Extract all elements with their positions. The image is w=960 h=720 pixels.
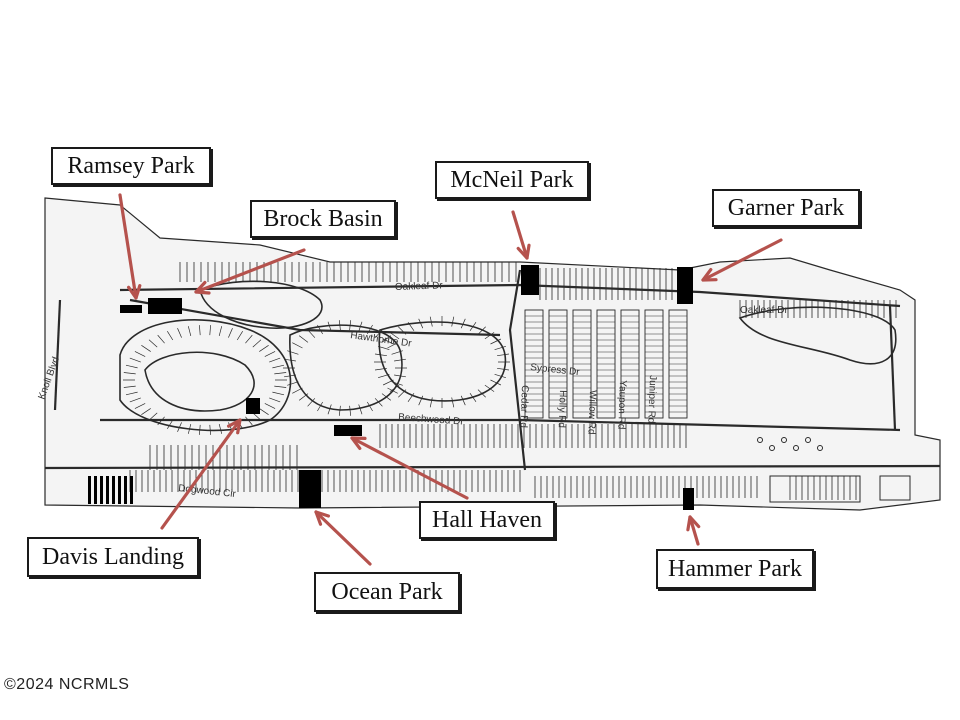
davis-landing-label: Davis Landing bbox=[27, 537, 199, 577]
garner-park-arrow-head bbox=[701, 268, 718, 282]
davis-landing-arrow-shaft bbox=[160, 418, 242, 530]
brock-basin-arrow-head bbox=[194, 280, 211, 295]
ramsey-park-marker bbox=[120, 305, 142, 313]
davis-landing-marker bbox=[246, 398, 260, 414]
garner-park-arrow-shaft bbox=[701, 238, 783, 282]
park-markers bbox=[120, 265, 694, 510]
residential-loop bbox=[289, 324, 403, 411]
building-stripe bbox=[106, 476, 109, 504]
hall-haven-arrow bbox=[350, 436, 469, 500]
street-label-juniper: Juniper Rd bbox=[645, 375, 658, 424]
building-block bbox=[879, 475, 911, 501]
street-label-oakleaf-1: Oakleaf Dr bbox=[395, 280, 444, 293]
building-stripe bbox=[130, 476, 133, 504]
ramsey-park-arrow-shaft bbox=[118, 193, 138, 300]
building-stripe bbox=[118, 476, 121, 504]
lot-lines bbox=[44, 197, 941, 511]
hammer-park-label: Hammer Park bbox=[656, 549, 814, 589]
street-label-cedar: Cedar Rd bbox=[518, 385, 530, 428]
garner-park-arrow bbox=[701, 238, 783, 282]
residential-loop bbox=[738, 306, 897, 365]
block-lots bbox=[549, 315, 567, 413]
mcneil-park-arrow bbox=[511, 210, 531, 260]
ocean-park-arrow-head bbox=[314, 510, 330, 526]
lot-row bbox=[379, 424, 687, 448]
block-lots bbox=[621, 315, 639, 413]
block-lots bbox=[597, 315, 615, 413]
brock-basin-arrow bbox=[194, 248, 306, 295]
ramsey-park-arrow-head bbox=[127, 284, 142, 300]
building-stripe bbox=[94, 476, 97, 504]
block-lots bbox=[645, 315, 663, 413]
street-label-beechwood: Beechwood Dr bbox=[398, 412, 465, 428]
cedar-rd-road bbox=[508, 269, 527, 471]
ocean-park-arrow bbox=[314, 510, 372, 566]
lot-row bbox=[534, 476, 758, 498]
mcneil-park-label: McNeil Park bbox=[435, 161, 589, 199]
hall-haven-arrow-shaft bbox=[350, 436, 469, 500]
mcneil-park-marker bbox=[521, 265, 539, 295]
hall-haven-arrow-head bbox=[350, 436, 367, 450]
hammer-park-arrow bbox=[686, 515, 701, 546]
hawthorne-dr-road bbox=[129, 298, 501, 337]
residential-loop bbox=[144, 351, 255, 412]
building-block bbox=[769, 475, 861, 503]
mcneil-park-arrow-shaft bbox=[511, 210, 529, 260]
block-lots bbox=[573, 315, 591, 413]
ocean-park-label: Ocean Park bbox=[314, 572, 460, 612]
knoll-blvd-road bbox=[53, 299, 62, 411]
structure bbox=[769, 445, 775, 451]
brock-basin-label: Brock Basin bbox=[250, 200, 396, 238]
hammer-park-arrow-shaft bbox=[688, 515, 700, 546]
structure bbox=[781, 437, 787, 443]
block-lots bbox=[525, 315, 543, 413]
structure bbox=[793, 445, 799, 451]
residential-loop bbox=[119, 319, 292, 432]
map-outline bbox=[44, 197, 941, 511]
davis-landing-arrow-head bbox=[227, 418, 242, 435]
east-road bbox=[888, 305, 897, 431]
structure bbox=[805, 437, 811, 443]
street-label-willow: Willow Rd bbox=[585, 390, 598, 435]
brock-basin-marker bbox=[148, 298, 182, 314]
dogwood-road bbox=[44, 464, 941, 470]
building-stripe bbox=[112, 476, 115, 504]
block-lots bbox=[669, 315, 687, 413]
oakleaf-dr-road bbox=[119, 283, 901, 308]
garner-park-marker bbox=[677, 267, 693, 304]
structure bbox=[757, 437, 763, 443]
ocean-park-marker bbox=[299, 470, 321, 508]
street-label-oakleaf-2: Oakleaf Dr bbox=[740, 305, 788, 316]
garner-park-label: Garner Park bbox=[712, 189, 860, 227]
residential-loop bbox=[378, 321, 507, 402]
structure bbox=[817, 445, 823, 451]
building-stripe bbox=[100, 476, 103, 504]
building-stripe bbox=[124, 476, 127, 504]
building-stripe bbox=[88, 476, 91, 504]
hammer-park-marker bbox=[683, 488, 694, 510]
hall-haven-label: Hall Haven bbox=[419, 501, 555, 539]
lot-row bbox=[539, 268, 679, 300]
ocean-park-arrow-shaft bbox=[314, 510, 372, 566]
hammer-park-arrow-head bbox=[686, 515, 701, 532]
ramsey-park-arrow bbox=[118, 193, 142, 300]
street-label-holly: Holly Rd bbox=[556, 390, 568, 428]
street-label-sypress: Sypress Dr bbox=[530, 362, 581, 378]
lot-row bbox=[789, 476, 857, 500]
hall-haven-marker bbox=[334, 425, 362, 436]
street-label-yaupon: Yaupon Rd bbox=[615, 380, 628, 430]
lot-ticks bbox=[123, 325, 287, 435]
copyright-watermark: ©2024 NCRMLS bbox=[4, 676, 130, 693]
ramsey-park-label: Ramsey Park bbox=[51, 147, 211, 185]
callout-arrows bbox=[118, 193, 783, 566]
davis-landing-arrow bbox=[160, 418, 242, 530]
brock-basin-arrow-shaft bbox=[194, 248, 306, 294]
mcneil-park-arrow-head bbox=[516, 243, 531, 260]
